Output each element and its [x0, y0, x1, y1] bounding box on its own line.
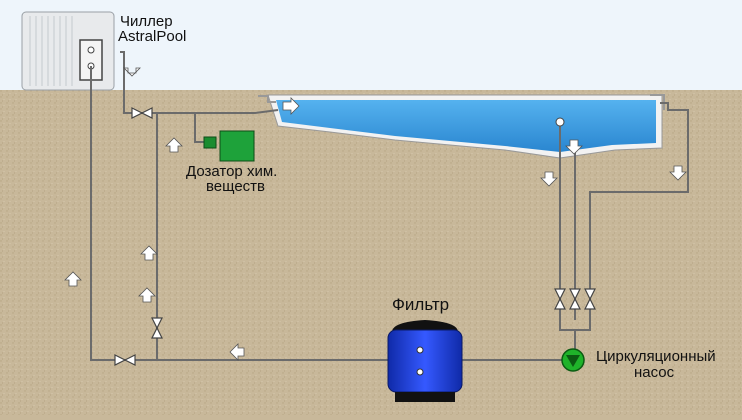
flow-arrow-icon: [540, 171, 558, 187]
flow-arrow-icon: [565, 139, 583, 155]
pump-label-line2: насос: [634, 364, 675, 381]
skimmer-fitting: [555, 117, 565, 127]
pump-label-line1: Циркуляционный: [596, 348, 716, 365]
flow-arrows: [64, 67, 687, 361]
valve-icon: [131, 107, 153, 119]
valve-icon: [584, 288, 596, 310]
flow-arrow-icon: [229, 343, 245, 361]
valve-icon: [151, 317, 163, 339]
chiller-unit: [21, 11, 115, 91]
chiller-label-line1: Чиллер: [120, 13, 173, 30]
valve-icon: [554, 288, 566, 310]
filter-unit: [387, 320, 463, 402]
dosing-label-line2: веществ: [206, 178, 265, 195]
valve-icon: [114, 354, 136, 366]
flow-arrow-icon: [165, 137, 183, 153]
pump-icon: [561, 348, 585, 372]
pipe-network: [90, 51, 689, 361]
flow-arrow-icon: [138, 287, 156, 303]
valve-icon: [569, 288, 581, 310]
flow-arrow-icon: [669, 165, 687, 181]
valves: [114, 107, 596, 366]
chiller-label-line2: AstralPool: [118, 28, 187, 45]
dosing-unit: [203, 130, 255, 162]
flow-arrow-icon: [123, 67, 141, 77]
flow-arrow-icon: [282, 97, 300, 115]
filter-label: Фильтр: [392, 295, 450, 314]
flow-arrow-icon: [140, 245, 158, 261]
flow-arrow-icon: [64, 271, 82, 287]
dosing-label-line1: Дозатор хим.: [186, 163, 278, 180]
